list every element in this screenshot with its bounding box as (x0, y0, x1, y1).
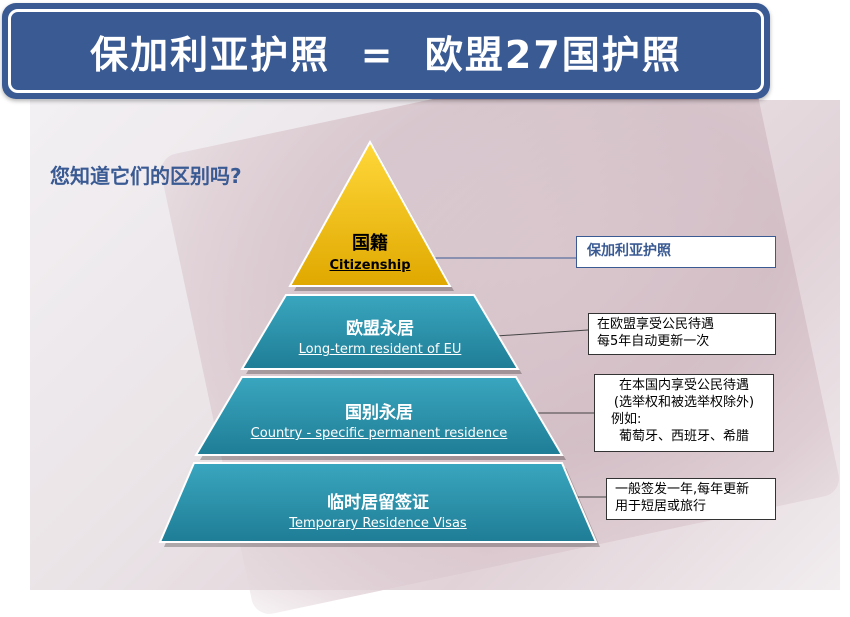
pyramid-diagram (158, 139, 606, 547)
level-eu-resident-en: Long-term resident of EU (298, 342, 462, 357)
pyramid-level-country-resident (194, 376, 564, 456)
level-temporary-visa-label: 临时居留签证 Temporary Residence Visas (190, 488, 566, 531)
note-country-resident-line2: (选举权和被选举权除外) (613, 395, 755, 410)
level-country-resident-label: 国别永居 Country - specific permanent reside… (212, 398, 546, 441)
note-temporary-visa-line2: 用于短居或旅行 (615, 499, 707, 514)
note-country-resident-line3: 例如: (611, 412, 642, 427)
level-temporary-visa-en: Temporary Residence Visas (289, 516, 467, 531)
page-title: 保加利亚护照 = 欧盟27国护照 (90, 32, 682, 77)
level-citizenship-label: 国籍 Citizenship (300, 229, 440, 273)
note-temporary-visa-line1: 一般签发一年,每年更新 (615, 482, 750, 497)
note-eu-resident-line1: 在欧盟享受公民待遇 (597, 317, 715, 332)
note-country-resident: 在本国内享受公民待遇 (选举权和被选举权除外) 例如: 葡萄牙、西班牙、希腊 (594, 374, 774, 452)
title-banner: 保加利亚护照 = 欧盟27国护照 (2, 3, 770, 99)
note-citizenship: 保加利亚护照 (576, 236, 776, 268)
level-country-resident-zh: 国别永居 (345, 403, 413, 423)
note-country-resident-line1: 在本国内享受公民待遇 (618, 378, 749, 393)
note-eu-resident: 在欧盟享受公民待遇 每5年自动更新一次 (588, 313, 776, 355)
note-temporary-visa: 一般签发一年,每年更新 用于短居或旅行 (606, 478, 776, 520)
level-country-resident-en: Country - specific permanent residence (250, 426, 508, 441)
pyramid-level-temporary-visa (158, 462, 598, 543)
title-frame: 保加利亚护照 = 欧盟27国护照 (8, 9, 764, 93)
pyramid-top-citizenship (288, 139, 452, 287)
pyramid-level-eu-resident (240, 294, 520, 370)
note-eu-resident-line2: 每5年自动更新一次 (597, 334, 710, 349)
level-eu-resident-zh: 欧盟永居 (346, 319, 414, 339)
question-text: 您知道它们的区别吗? (50, 164, 242, 188)
note-country-resident-line4: 葡萄牙、西班牙、希腊 (618, 429, 749, 444)
level-citizenship-zh: 国籍 (352, 233, 388, 254)
level-temporary-visa-zh: 临时居留签证 (327, 493, 429, 513)
level-citizenship-en: Citizenship (329, 258, 411, 273)
note-citizenship-line1: 保加利亚护照 (587, 243, 671, 259)
level-eu-resident-label: 欧盟永居 Long-term resident of EU (262, 314, 498, 357)
